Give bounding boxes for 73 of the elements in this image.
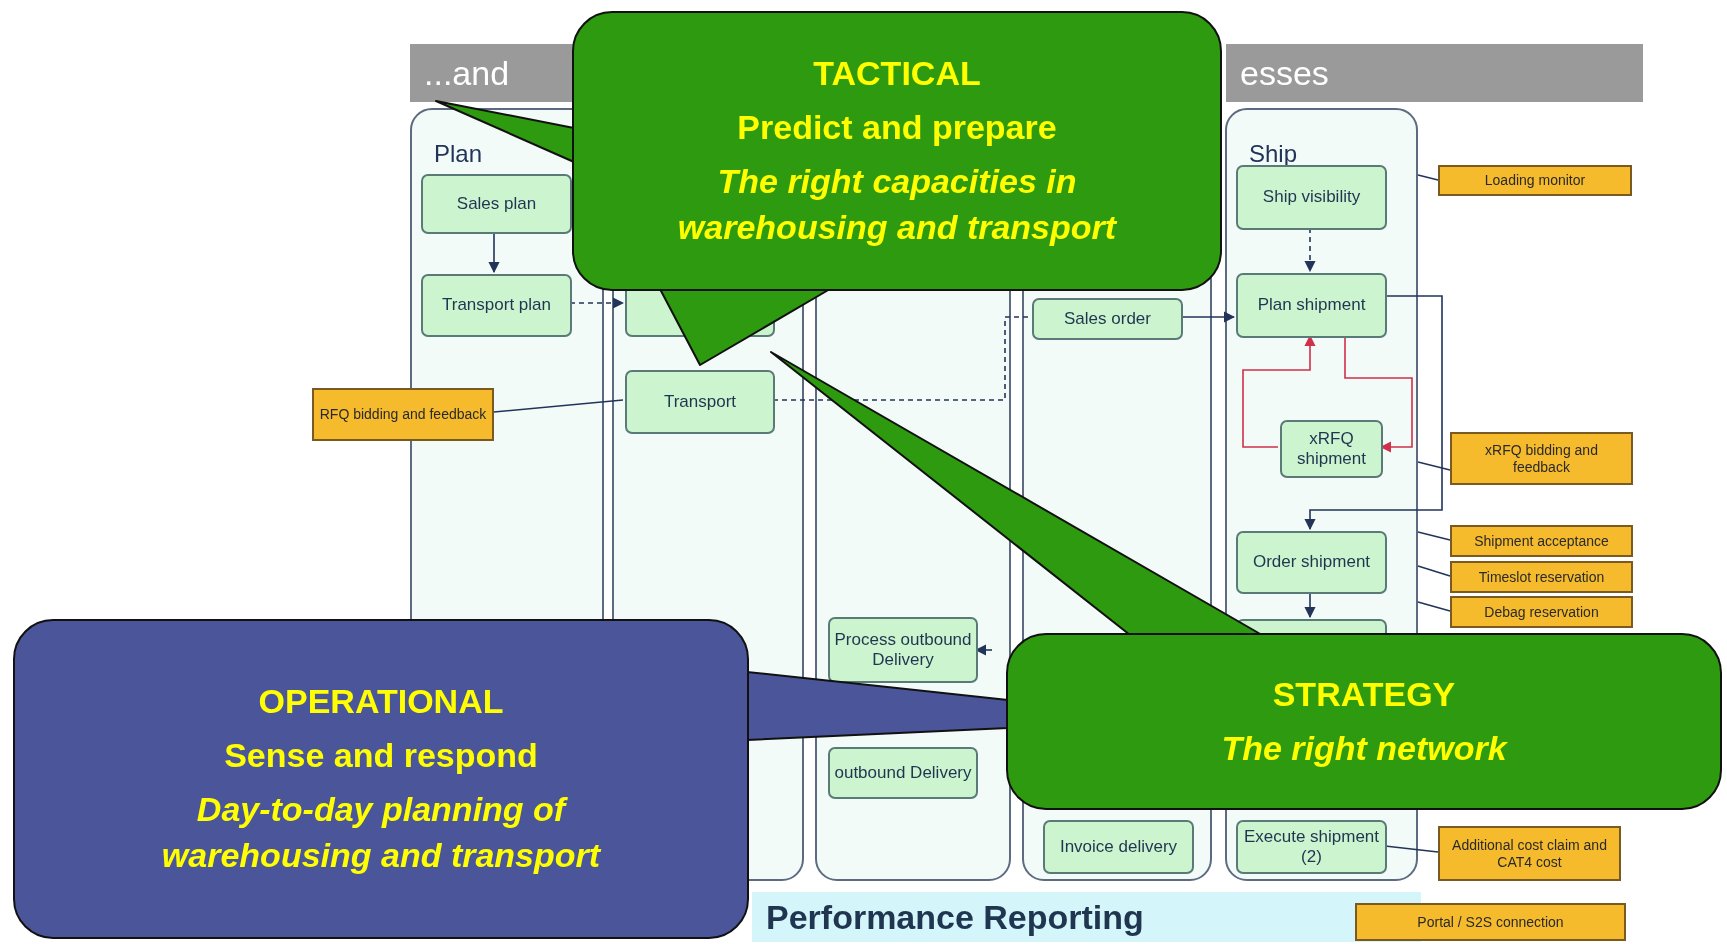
process-label: Transport plan <box>441 295 552 316</box>
bubble-text: Predict and prepare <box>737 107 1057 149</box>
arrow <box>1344 335 1413 453</box>
process-label: Invoice delivery <box>1058 836 1179 858</box>
arrow <box>1304 591 1316 619</box>
note-text: RFQ bidding and feedback <box>318 406 488 423</box>
process-box <box>1236 820 1387 874</box>
callout-note <box>1355 903 1626 941</box>
note-text: Shipment acceptance <box>1473 532 1610 550</box>
process-label: Execute shipment (2) <box>1242 826 1381 868</box>
speech-bubble <box>13 619 749 939</box>
callout-note <box>1450 432 1633 485</box>
callout-note <box>1450 596 1633 628</box>
process-box <box>1236 531 1387 594</box>
leader-line <box>1417 461 1451 471</box>
leader-line <box>1417 601 1451 612</box>
process-box <box>625 370 775 434</box>
leader-line <box>1417 565 1451 577</box>
leader-line <box>1417 174 1439 181</box>
arrow <box>569 297 625 309</box>
process-label: Process outbound Delivery <box>833 629 973 671</box>
process-box <box>828 617 978 683</box>
reporting-label: Performance Reporting <box>766 897 1144 937</box>
callout-note <box>1438 826 1621 881</box>
note-text: xRFQ bidding and feedback <box>1484 442 1599 475</box>
bubble-heading: OPERATIONAL <box>258 681 504 723</box>
leader-line <box>493 399 624 413</box>
speech-bubble <box>1006 633 1722 810</box>
note-text: Timeslot reservation <box>1477 568 1606 586</box>
arrow <box>1304 227 1316 273</box>
process-label: Sales order <box>1063 308 1152 330</box>
lane-title: Plan <box>434 140 483 168</box>
bubble-heading: STRATEGY <box>1272 673 1456 715</box>
callout-note <box>1450 561 1633 593</box>
leader-line <box>1384 845 1439 853</box>
note-text: Debag reservation <box>1483 603 1600 621</box>
note-text: Loading monitor <box>1483 172 1587 189</box>
process-box <box>421 274 572 337</box>
arrow <box>1304 295 1443 531</box>
process-box <box>1032 298 1183 340</box>
process-box <box>1043 820 1194 874</box>
bubble-heading: TACTICAL <box>813 53 981 95</box>
process-label: xRFQ shipment <box>1296 428 1367 470</box>
bubble-text: Sense and respond <box>224 735 538 777</box>
header-bar <box>1226 44 1643 102</box>
process-box <box>421 174 572 234</box>
note-text: Portal / S2S connection <box>1416 913 1565 931</box>
process-box <box>1236 165 1387 230</box>
bubble-text: The right capacities in warehousing and transport <box>676 161 1118 248</box>
callout-note <box>1438 165 1632 196</box>
callout-note <box>1450 525 1633 557</box>
bubble-text: Day-to-day planning of warehousing and transport <box>160 789 602 876</box>
bubble-pointer <box>660 289 830 365</box>
process-label: Ship visibility <box>1261 187 1362 208</box>
callout-note <box>312 388 494 441</box>
process-label: outbound Delivery <box>833 762 973 784</box>
header-text: ...and <box>424 53 510 93</box>
arrow <box>1180 311 1236 323</box>
process-label: Transport <box>662 391 738 413</box>
bubble-pointer <box>747 672 1008 740</box>
process-label: Sales plan <box>455 193 538 215</box>
process-box <box>1280 420 1383 478</box>
lane-title: Ship <box>1249 140 1298 168</box>
process-label: Plan shipment <box>1256 295 1367 316</box>
note-text: Additional cost claim and CAT4 cost <box>1451 837 1608 870</box>
bubble-text: The right network <box>1221 727 1507 769</box>
header-text: esses <box>1240 53 1329 93</box>
process-label: Order shipment <box>1251 552 1372 573</box>
process-box <box>828 747 978 799</box>
arrow <box>488 231 500 274</box>
leader-line <box>1417 531 1451 541</box>
bubble-pointer <box>436 101 574 162</box>
process-box <box>1236 273 1387 338</box>
